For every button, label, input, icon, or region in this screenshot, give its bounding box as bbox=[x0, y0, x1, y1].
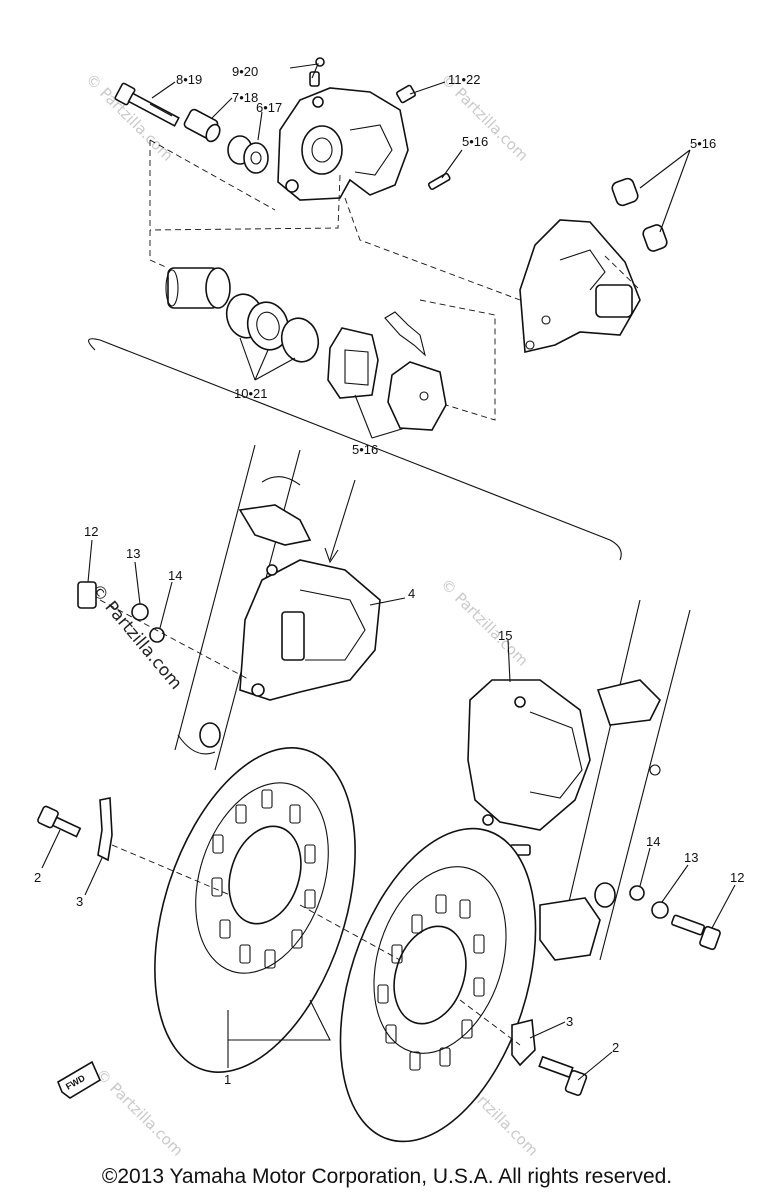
caliper-piston bbox=[165, 267, 231, 309]
caliper-boot bbox=[227, 135, 269, 174]
group-arrow bbox=[329, 479, 356, 561]
pad-screw bbox=[427, 172, 451, 191]
watermark-text: © Partzilla.com bbox=[92, 1065, 187, 1160]
brake-pads bbox=[327, 311, 447, 431]
callout-12-right: 12 bbox=[730, 870, 744, 885]
left-caliper-assembled bbox=[239, 559, 381, 701]
callout-13-left: 13 bbox=[126, 546, 140, 561]
callout-13-right: 13 bbox=[684, 850, 698, 865]
callout-9-20: 9•20 bbox=[232, 64, 258, 79]
callout-12-left: 12 bbox=[84, 524, 98, 539]
watermark-text-dark: © Partzilla.com bbox=[86, 580, 186, 693]
copyright-notice: ©2013 Yamaha Motor Corporation, U.S.A. A… bbox=[101, 1165, 673, 1188]
callout-11-22: 11•22 bbox=[448, 72, 481, 87]
hub-center-line bbox=[299, 904, 401, 961]
callout-7-18: 7•18 bbox=[232, 90, 258, 105]
watermark-text: © Partzilla.com bbox=[437, 575, 532, 670]
callout-5-16-pins: 5•16 bbox=[690, 136, 716, 151]
brake-disc-right bbox=[339, 827, 537, 1143]
right-caliper-assembled bbox=[467, 679, 591, 856]
callout-3-right: 3 bbox=[566, 1014, 573, 1029]
callout-8-19: 8•19 bbox=[176, 72, 202, 87]
caliper-support bbox=[519, 219, 641, 353]
brake-disc-left bbox=[154, 747, 356, 1073]
support-pins bbox=[611, 177, 668, 252]
callout-14-right: 14 bbox=[646, 834, 660, 849]
caliper-bushing bbox=[183, 108, 221, 143]
callout-2-left: 2 bbox=[34, 870, 41, 885]
fwd-arrow-icon: FWD bbox=[57, 1060, 102, 1099]
caliper-plug bbox=[396, 84, 416, 104]
caliper-body-exploded bbox=[277, 87, 409, 201]
bleed-screw bbox=[309, 57, 325, 87]
disc-bolt-left bbox=[37, 797, 231, 896]
callout-2-right: 2 bbox=[612, 1040, 619, 1055]
piston-seals bbox=[225, 293, 320, 363]
right-axle-parts bbox=[629, 885, 721, 951]
callout-5-16-screw: 5•16 bbox=[462, 134, 488, 149]
callout-3-left: 3 bbox=[76, 894, 83, 909]
callout-5-16-pads: 5•16 bbox=[352, 442, 378, 457]
group-arrowhead bbox=[324, 547, 339, 564]
callout-6-17: 6•17 bbox=[256, 100, 282, 115]
callout-10-21: 10•21 bbox=[234, 386, 267, 401]
callout-1: 1 bbox=[224, 1072, 231, 1087]
group-bracket bbox=[88, 338, 622, 561]
callout-15: 15 bbox=[498, 628, 512, 643]
caliper-bolt bbox=[114, 82, 180, 127]
left-axle-parts bbox=[77, 581, 251, 681]
leader-lines bbox=[41, 63, 736, 1081]
callout-labels: 8•19 9•20 7•18 6•17 11•22 5•16 5•16 10•2… bbox=[34, 64, 744, 1087]
callout-4: 4 bbox=[408, 586, 415, 601]
callout-14-left: 14 bbox=[168, 568, 182, 583]
alignment-lines bbox=[149, 139, 641, 421]
right-fork-leg bbox=[539, 599, 691, 961]
